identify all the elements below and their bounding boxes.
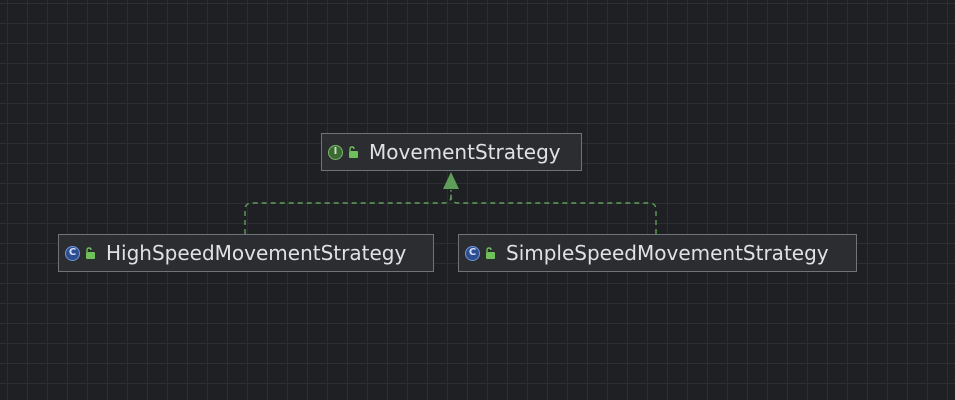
implements-edge-simple-speed[interactable] — [450, 190, 657, 234]
unlocked-padlock-icon — [86, 247, 95, 259]
node-simple-speed-movement-strategy[interactable]: C SimpleSpeedMovementStrategy — [458, 234, 857, 272]
implements-edge-high-speed[interactable] — [244, 190, 452, 234]
implements-arrowhead — [443, 172, 459, 189]
unlocked-padlock-icon — [486, 247, 495, 259]
unlocked-padlock-icon — [349, 146, 358, 158]
node-label: HighSpeedMovementStrategy — [106, 241, 407, 265]
class-icon: C — [65, 245, 80, 261]
node-label: MovementStrategy — [369, 140, 561, 164]
node-label: SimpleSpeedMovementStrategy — [506, 241, 829, 265]
class-icon: C — [465, 245, 480, 261]
node-high-speed-movement-strategy[interactable]: C HighSpeedMovementStrategy — [58, 234, 434, 272]
interface-icon: I — [328, 144, 343, 160]
node-movement-strategy[interactable]: I MovementStrategy — [321, 133, 582, 171]
